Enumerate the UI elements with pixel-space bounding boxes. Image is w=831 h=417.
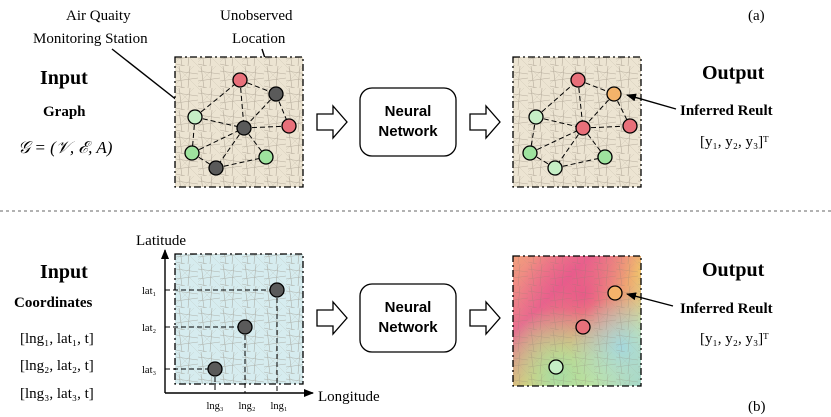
node-unobserved (207, 361, 223, 377)
flow-arrow-icon (316, 104, 348, 140)
top-output-title: Output (702, 62, 765, 84)
node-unobserved (268, 86, 284, 102)
flow-arrow-icon (469, 104, 501, 140)
top-input-title: Input (40, 67, 88, 89)
top-input-map (174, 56, 304, 188)
bottom-neural-network-box (359, 283, 457, 353)
bottom-output-title: Output (702, 259, 765, 281)
lat-tick: lat₃ (142, 365, 156, 376)
bottom-output-subtitle: Inferred Reult (680, 301, 773, 317)
node-station (187, 109, 203, 125)
annotation-station-line1: Air Quaity (66, 8, 131, 24)
axis-x-label: Longitude (318, 389, 380, 405)
node-unobserved (237, 319, 253, 335)
coord-row: [lng₁, lat₁, t] (20, 331, 94, 347)
lng-tick: lng₂ (238, 401, 255, 412)
node-unobserved (236, 120, 252, 136)
node-station (258, 149, 274, 165)
lng-tick: lng₃ (206, 401, 223, 412)
top-output-arrow (626, 93, 677, 110)
panel-label-b: (b) (748, 399, 766, 415)
node-inferred (548, 359, 564, 375)
lat-tick: lat₁ (142, 286, 156, 297)
panel-label-a: (a) (748, 8, 765, 24)
bottom-input-map (165, 253, 304, 393)
top-input-subtitle: Graph (43, 104, 86, 120)
node-station (528, 109, 544, 125)
node-inferred (575, 120, 591, 136)
node-inferred (547, 160, 563, 176)
bottom-network-line2: Network (378, 319, 438, 336)
top-network-line1: Neural (385, 103, 432, 120)
top-output-subtitle: Inferred Reult (680, 103, 773, 119)
axis-y-label: Latitude (136, 233, 186, 249)
node-observed (570, 72, 586, 88)
bottom-output-heatmap (512, 255, 642, 387)
coordinate-guides (165, 289, 278, 393)
coord-row: [lng₃, lat₃, t] (20, 386, 94, 402)
flow-arrow-icon (316, 300, 348, 336)
bottom-network-line1: Neural (385, 299, 432, 316)
annotation-station-line2: Monitoring Station (33, 31, 148, 47)
node-station (522, 145, 538, 161)
bottom-input-subtitle: Coordinates (14, 295, 92, 311)
node-unobserved (269, 282, 285, 298)
top-output-vector: [y₁, y₂, y₃]ᵀ (700, 134, 769, 150)
node-observed (622, 118, 638, 134)
graph-formula: 𝒢 = (𝒱, ℰ, A) (18, 138, 113, 157)
top-output-map (512, 56, 642, 188)
top-neural-network-box (359, 87, 457, 157)
annotation-unobserved-line1: Unobserved (220, 8, 293, 24)
lng-tick: lng₁ (270, 401, 287, 412)
node-observed (281, 118, 297, 134)
flow-arrow-icon (469, 300, 501, 336)
lat-tick: lat₂ (142, 323, 156, 334)
node-inferred (606, 86, 622, 102)
node-unobserved (208, 160, 224, 176)
bottom-input-title: Input (40, 261, 88, 283)
node-station (597, 149, 613, 165)
bottom-output-vector: [y₁, y₂, y₃]ᵀ (700, 331, 769, 347)
node-observed (232, 72, 248, 88)
node-inferred (575, 319, 591, 335)
node-inferred (607, 285, 623, 301)
node-station (184, 145, 200, 161)
annotation-unobserved-line2: Location (232, 31, 286, 47)
bottom-output-arrow (626, 292, 674, 307)
top-network-line2: Network (378, 123, 438, 140)
coord-row: [lng₂, lat₂, t] (20, 358, 94, 374)
